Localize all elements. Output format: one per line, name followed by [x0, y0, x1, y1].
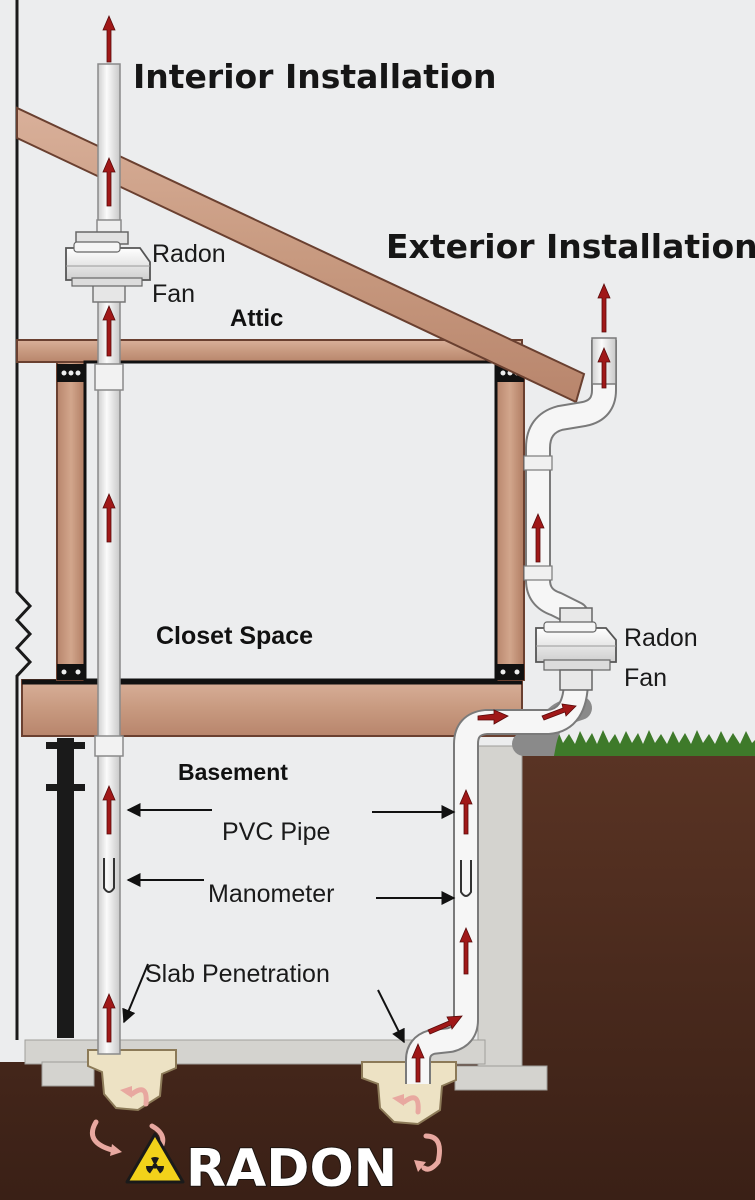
slab-pointer-right — [377, 989, 405, 1044]
callout-lines — [122, 803, 456, 1044]
roof-rafter — [16, 106, 586, 404]
swirl-arrow — [129, 1087, 149, 1107]
flow-arrow — [597, 346, 611, 389]
exterior-pipe-coupling-2 — [523, 565, 553, 581]
pvc-pipe-label: PVC Pipe — [222, 818, 330, 846]
exterior-radon-fan — [535, 607, 617, 691]
interior-pipe-coupling-lower — [94, 735, 124, 757]
exterior-installation-title: Exterior Installation — [386, 227, 755, 266]
attic-label: Attic — [230, 305, 283, 332]
interior-fan-collar-bottom — [92, 283, 126, 303]
footing-right — [454, 1065, 548, 1091]
flow-arrow — [102, 784, 116, 835]
flow-arrow — [459, 788, 473, 835]
flow-arrow — [102, 304, 116, 357]
swirl-arrow — [401, 1095, 421, 1115]
basement-support-post — [57, 738, 74, 1038]
flow-arrow — [102, 156, 116, 207]
radon-label: RADON — [186, 1139, 397, 1199]
exterior-pipe-coupling-1 — [523, 455, 553, 471]
flow-arrow — [531, 512, 545, 563]
flow-arrow — [102, 492, 116, 543]
interior-pipe-coupling-upper — [94, 363, 124, 391]
exterior-fan-label-line1: Radon — [624, 624, 698, 652]
closet-stud-right — [495, 361, 525, 681]
flow-arrow — [102, 992, 116, 1043]
interior-fan-label-line1: Radon — [152, 240, 226, 268]
swirl-arrowhead — [120, 1086, 132, 1098]
flow-arrow — [477, 709, 509, 725]
flow-arrow — [541, 703, 577, 721]
interior-fan-label-line2: Fan — [152, 280, 195, 308]
flow-arrow — [102, 14, 116, 63]
footing-left — [41, 1061, 95, 1087]
closet-stud-left — [56, 361, 86, 681]
swirl-arrowhead — [110, 1144, 122, 1156]
swirl-arrow — [90, 1119, 115, 1153]
foundation-wall — [477, 745, 523, 1069]
attic-floor-joist — [16, 339, 523, 363]
closet-outline — [83, 360, 498, 682]
house-exterior-wall-outline — [14, 0, 33, 1040]
soil — [0, 746, 755, 1200]
slab-pointer-left — [122, 963, 149, 1024]
swirl-arrowhead — [414, 1160, 426, 1172]
interior-pvc-pipe — [97, 63, 121, 1055]
suction-pit-left — [87, 1049, 177, 1112]
swirl-arrowhead — [392, 1094, 404, 1106]
slab-penetration-label: Slab Penetration — [145, 960, 330, 988]
manometer-label: Manometer — [208, 880, 334, 908]
interior-manometer — [103, 858, 115, 893]
exterior-manometer — [460, 860, 472, 897]
grass — [522, 730, 755, 756]
suction-pit-right — [361, 1061, 457, 1126]
swirl-arrow — [421, 1133, 442, 1172]
flow-arrow — [411, 1042, 425, 1083]
exterior-fan-label-line2: Fan — [624, 664, 667, 692]
radiation-warning-icon — [125, 1132, 185, 1184]
flow-arrow — [427, 1015, 463, 1035]
post-bracket-top — [46, 742, 85, 749]
closet-space-label: Closet Space — [156, 622, 313, 650]
airflow-arrows — [102, 14, 611, 1083]
interior-radon-fan — [65, 231, 151, 287]
flow-arrow — [459, 926, 473, 975]
swirl-arrowheads — [110, 1086, 426, 1172]
basement-label: Basement — [178, 759, 288, 785]
basement-ceiling-joist — [21, 679, 523, 737]
flow-arrow — [597, 282, 611, 333]
interior-installation-title: Interior Installation — [133, 57, 497, 96]
post-bracket-mid — [46, 784, 85, 791]
